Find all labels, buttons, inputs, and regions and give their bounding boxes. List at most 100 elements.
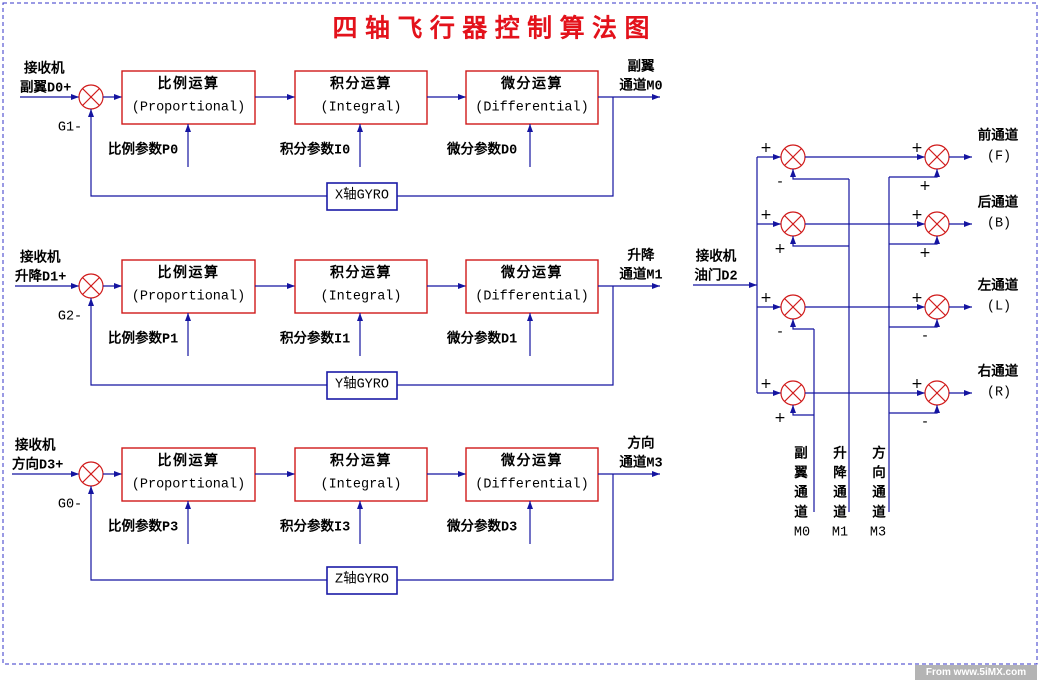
yaw-summing-junction: [924, 211, 950, 237]
control-sign: +: [774, 410, 786, 426]
feedback-wire-out: [397, 97, 614, 197]
yaw-sign: -: [922, 328, 927, 344]
integral-block-frame: [294, 447, 428, 502]
diagram-title: 四轴飞行器控制算法图: [333, 14, 650, 43]
differential-block: 微分运算(Differential)微分参数D0: [446, 70, 599, 167]
junction-cross-line: [784, 215, 802, 233]
integral-block: 积分运算(Integral)积分参数I1: [280, 259, 428, 356]
differential-block-subtitle: (Differential): [475, 290, 588, 305]
feedback-label: G1-: [58, 121, 82, 136]
feedback-wire-out: [397, 474, 614, 581]
control-input-label-char: 向: [872, 464, 886, 482]
control-sign: -: [777, 174, 782, 190]
yaw-to-junction-wire: [889, 405, 940, 414]
proportional-block-subtitle: (Proportional): [132, 290, 245, 305]
feedback-wire-return: [88, 298, 327, 386]
differential-block-title: 微分运算: [500, 75, 563, 92]
channel-label: 左通道: [977, 277, 1019, 295]
junction-cross-line: [82, 465, 100, 483]
control-to-junction-wire: [790, 405, 814, 416]
output-label-bottom: 通道M1: [619, 266, 662, 284]
control-input-code: M3: [870, 526, 886, 541]
proportional-block-title: 比例运算: [158, 264, 220, 281]
integral-block-title: 积分运算: [330, 452, 392, 469]
yaw-sign: +: [919, 178, 931, 194]
watermark: From www.5iMX.com: [915, 665, 1037, 680]
junction-cross-line: [928, 148, 946, 166]
mixer-channel-front: +-++前通道(F): [757, 127, 1019, 194]
pid-loops: 接收机副翼D0+G1-比例运算(Proportional)比例参数P0积分运算(…: [12, 59, 663, 595]
junction-cross-line: [82, 88, 100, 106]
control-input-label-char: 道: [872, 503, 886, 521]
control-sign: +: [774, 241, 786, 257]
control-sign: -: [777, 324, 782, 340]
integral-block-subtitle: (Integral): [320, 101, 401, 116]
yaw-to-junction-wire: [889, 319, 940, 328]
proportional-block-subtitle: (Proportional): [132, 101, 245, 116]
gyro-sensor-block: Z轴GYRO: [326, 566, 398, 595]
mixer-input-label: 油门D2: [694, 267, 737, 285]
throttle-sign: +: [760, 376, 772, 392]
proportional-block: 比例运算(Proportional)比例参数P3: [108, 447, 256, 544]
integral-block: 积分运算(Integral)积分参数I3: [280, 447, 428, 544]
proportional-block-title: 比例运算: [158, 452, 220, 469]
channel-label: 后通道: [978, 194, 1019, 212]
pid-loop-1: 接收机副翼D0+G1-比例运算(Proportional)比例参数P0积分运算(…: [20, 59, 663, 211]
output-label-top: 升降: [628, 247, 656, 265]
junction-cross-line: [784, 384, 802, 402]
channel-code: (B): [987, 217, 1011, 232]
differential-block-title: 微分运算: [500, 264, 563, 281]
yaw-summing-junction: [924, 380, 950, 406]
yaw-to-junction-wire: [889, 169, 940, 178]
throttle-sign: +: [760, 290, 772, 306]
throttle-sign: +: [760, 140, 772, 156]
differential-block: 微分运算(Differential)微分参数D1: [446, 259, 599, 356]
gyro-sensor-frame: [326, 182, 398, 211]
channel-label: 前通道: [978, 127, 1019, 145]
proportional-block-frame: [121, 259, 256, 314]
mixer-channel-right: +++-右通道(R): [757, 363, 1019, 430]
summing-junction: [78, 273, 104, 299]
input-label: 方向D3+: [12, 456, 63, 474]
control-to-junction-wire: [790, 319, 814, 330]
proportional-parameter-label: 比例参数P0: [108, 141, 178, 159]
feedback-label: G2-: [58, 310, 82, 325]
throttle-sign: +: [760, 207, 772, 223]
gyro-sensor-label: Y轴GYRO: [335, 376, 389, 393]
throttle-summing-junction: [780, 294, 806, 320]
yaw-to-junction-wire: [889, 236, 940, 245]
summing-junction: [78, 461, 104, 487]
channel-code: (R): [987, 386, 1011, 401]
control-input-label-char: 通: [872, 485, 886, 502]
input-label: 副翼D0+: [20, 80, 71, 97]
receiver-label: 接收机: [15, 437, 56, 455]
gyro-sensor-block: Y轴GYRO: [326, 371, 398, 400]
channel-label: 右通道: [978, 363, 1019, 381]
control-input-code: M0: [794, 526, 810, 541]
page-border: [2, 2, 1038, 665]
integral-block-title: 积分运算: [330, 264, 392, 281]
mix-sign: +: [911, 290, 923, 306]
junction-cross-line: [928, 298, 946, 316]
input-label: 升降D1+: [15, 268, 66, 286]
mix-sign: +: [911, 207, 923, 223]
channel-code: (L): [987, 300, 1011, 315]
control-input-label-char: 升: [833, 445, 847, 463]
mixer-receiver-label: 接收机: [696, 248, 737, 266]
differential-parameter-label: 微分参数D3: [446, 518, 517, 536]
control-input-label-char: 道: [833, 503, 847, 521]
watermark-strip: [915, 665, 1037, 680]
integral-block-title: 积分运算: [330, 75, 392, 92]
integral-block-subtitle: (Integral): [320, 478, 401, 493]
feedback-label: G0-: [58, 498, 82, 513]
control-input-label-char: 副: [794, 446, 808, 463]
control-input-code: M1: [832, 526, 848, 541]
differential-parameter-label: 微分参数D0: [446, 141, 517, 159]
differential-block: 微分运算(Differential)微分参数D3: [446, 447, 599, 544]
junction-cross-line: [82, 277, 100, 295]
